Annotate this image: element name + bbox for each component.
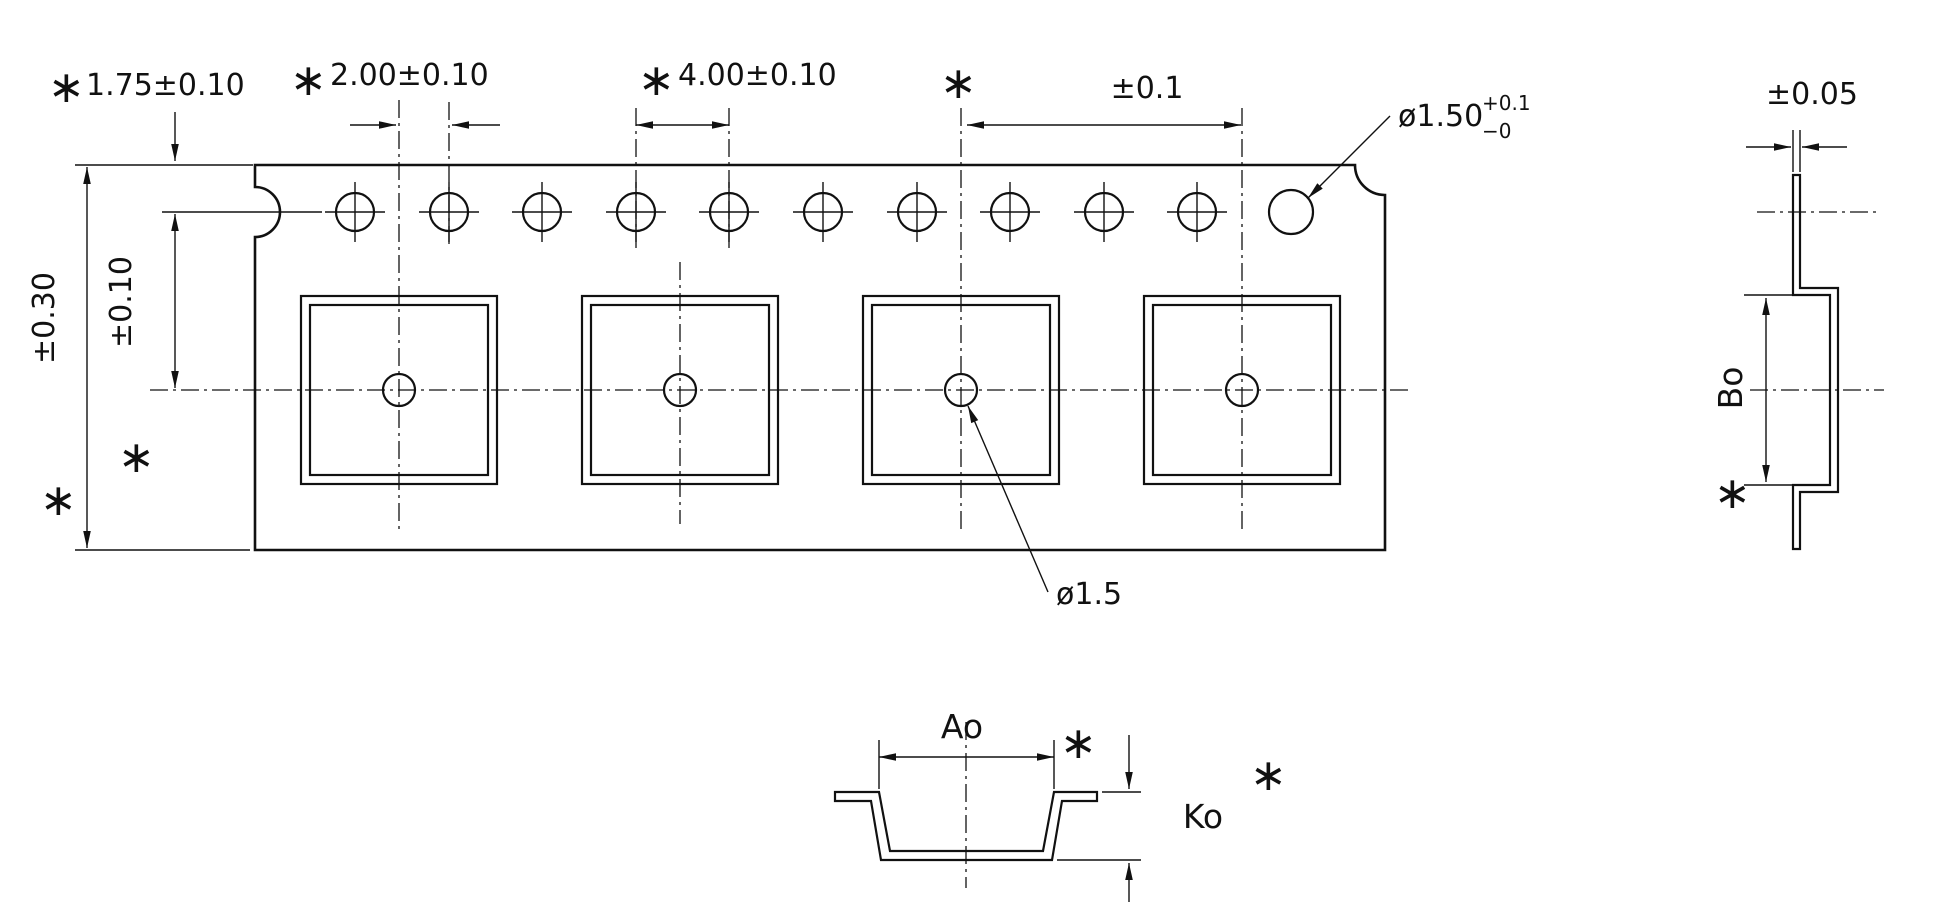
- tape-cross-section-profile: [1791, 173, 1840, 551]
- dim-text-ko: Ko: [1183, 797, 1223, 836]
- reference-asterisk: ∗: [1714, 468, 1751, 519]
- dim-tape-thickness: ±0.05: [1746, 77, 1858, 172]
- reference-asterisk: ∗: [1060, 718, 1097, 769]
- unpunched-sprocket-hole: [1267, 188, 1315, 236]
- centerlines: [150, 100, 1410, 532]
- reference-asterisk: ∗: [118, 432, 155, 483]
- section-view: Ao ∗ Ko ∗: [833, 707, 1287, 902]
- sprocket-hole: [510, 180, 574, 244]
- dim-sprocket-hole-diameter: ø1.50 +0.1 −0: [1307, 91, 1531, 199]
- reference-asterisk: ∗: [48, 62, 85, 113]
- dim-pocket-depth-ko: Ko ∗: [1057, 735, 1287, 902]
- dim-pocket-width-ao: Ao ∗: [878, 707, 1097, 789]
- dim-text-pm01: ±0.1: [1111, 71, 1184, 106]
- dim-edge-to-sprocket: ∗ 1.75±0.10: [48, 62, 245, 161]
- dim-text-d150-lower-tol: −0: [1482, 119, 1511, 143]
- top-view: ∗ 1.75±0.10 ±0.30 ∗ ±0.10 ∗ ∗ 2.00±0.10: [27, 55, 1531, 612]
- reference-asterisk: ∗: [1250, 750, 1287, 801]
- dim-text-2-00: 2.00±0.10: [330, 58, 489, 93]
- sprocket-hole: [791, 180, 855, 244]
- dim-pocket-length-bo: Bo ∗: [1711, 294, 1792, 519]
- tape-outline: [253, 163, 1387, 552]
- dim-sprocket-to-pocket-center: ±0.10 ∗: [104, 211, 322, 483]
- reference-asterisk: ∗: [940, 58, 977, 109]
- dim-text-pm010: ±0.10: [104, 256, 139, 348]
- sprocket-hole: [1165, 180, 1229, 244]
- side-view: ±0.05 Bo ∗: [1711, 77, 1884, 551]
- reference-asterisk: ∗: [40, 475, 77, 526]
- sprocket-holes: [323, 180, 1315, 244]
- pocket-cross-section-profile: [833, 790, 1099, 862]
- dim-pocket-pitch-tolerance: ∗ ±0.1: [940, 58, 1241, 129]
- sprocket-hole: [978, 180, 1042, 244]
- sprocket-hole: [885, 180, 949, 244]
- dim-text-1-75: 1.75±0.10: [86, 68, 245, 103]
- dim-text-bo: Bo: [1711, 367, 1750, 410]
- dim-pocket-to-sprocket: ∗ 2.00±0.10: [290, 55, 500, 129]
- sprocket-hole: [1072, 180, 1136, 244]
- reference-asterisk: ∗: [290, 55, 327, 106]
- dim-pocket-hole-diameter: ø1.5: [967, 405, 1122, 612]
- dim-text-pm030: ±0.30: [27, 272, 62, 364]
- dim-text-d150: ø1.50: [1398, 99, 1483, 134]
- dim-text-pm005: ±0.05: [1766, 77, 1858, 112]
- dim-text-d150-upper-tol: +0.1: [1482, 91, 1531, 115]
- reference-asterisk: ∗: [638, 55, 675, 106]
- dim-sprocket-pitch: ∗ 4.00±0.10: [636, 55, 837, 129]
- dim-text-ao: Ao: [941, 707, 983, 746]
- dim-text-4-00: 4.00±0.10: [678, 58, 837, 93]
- dim-text-d15: ø1.5: [1056, 577, 1122, 612]
- sprocket-hole: [323, 180, 387, 244]
- leader-line: [1307, 115, 1391, 199]
- dim-tape-width: ±0.30 ∗: [27, 164, 253, 551]
- leader-line: [967, 405, 1049, 593]
